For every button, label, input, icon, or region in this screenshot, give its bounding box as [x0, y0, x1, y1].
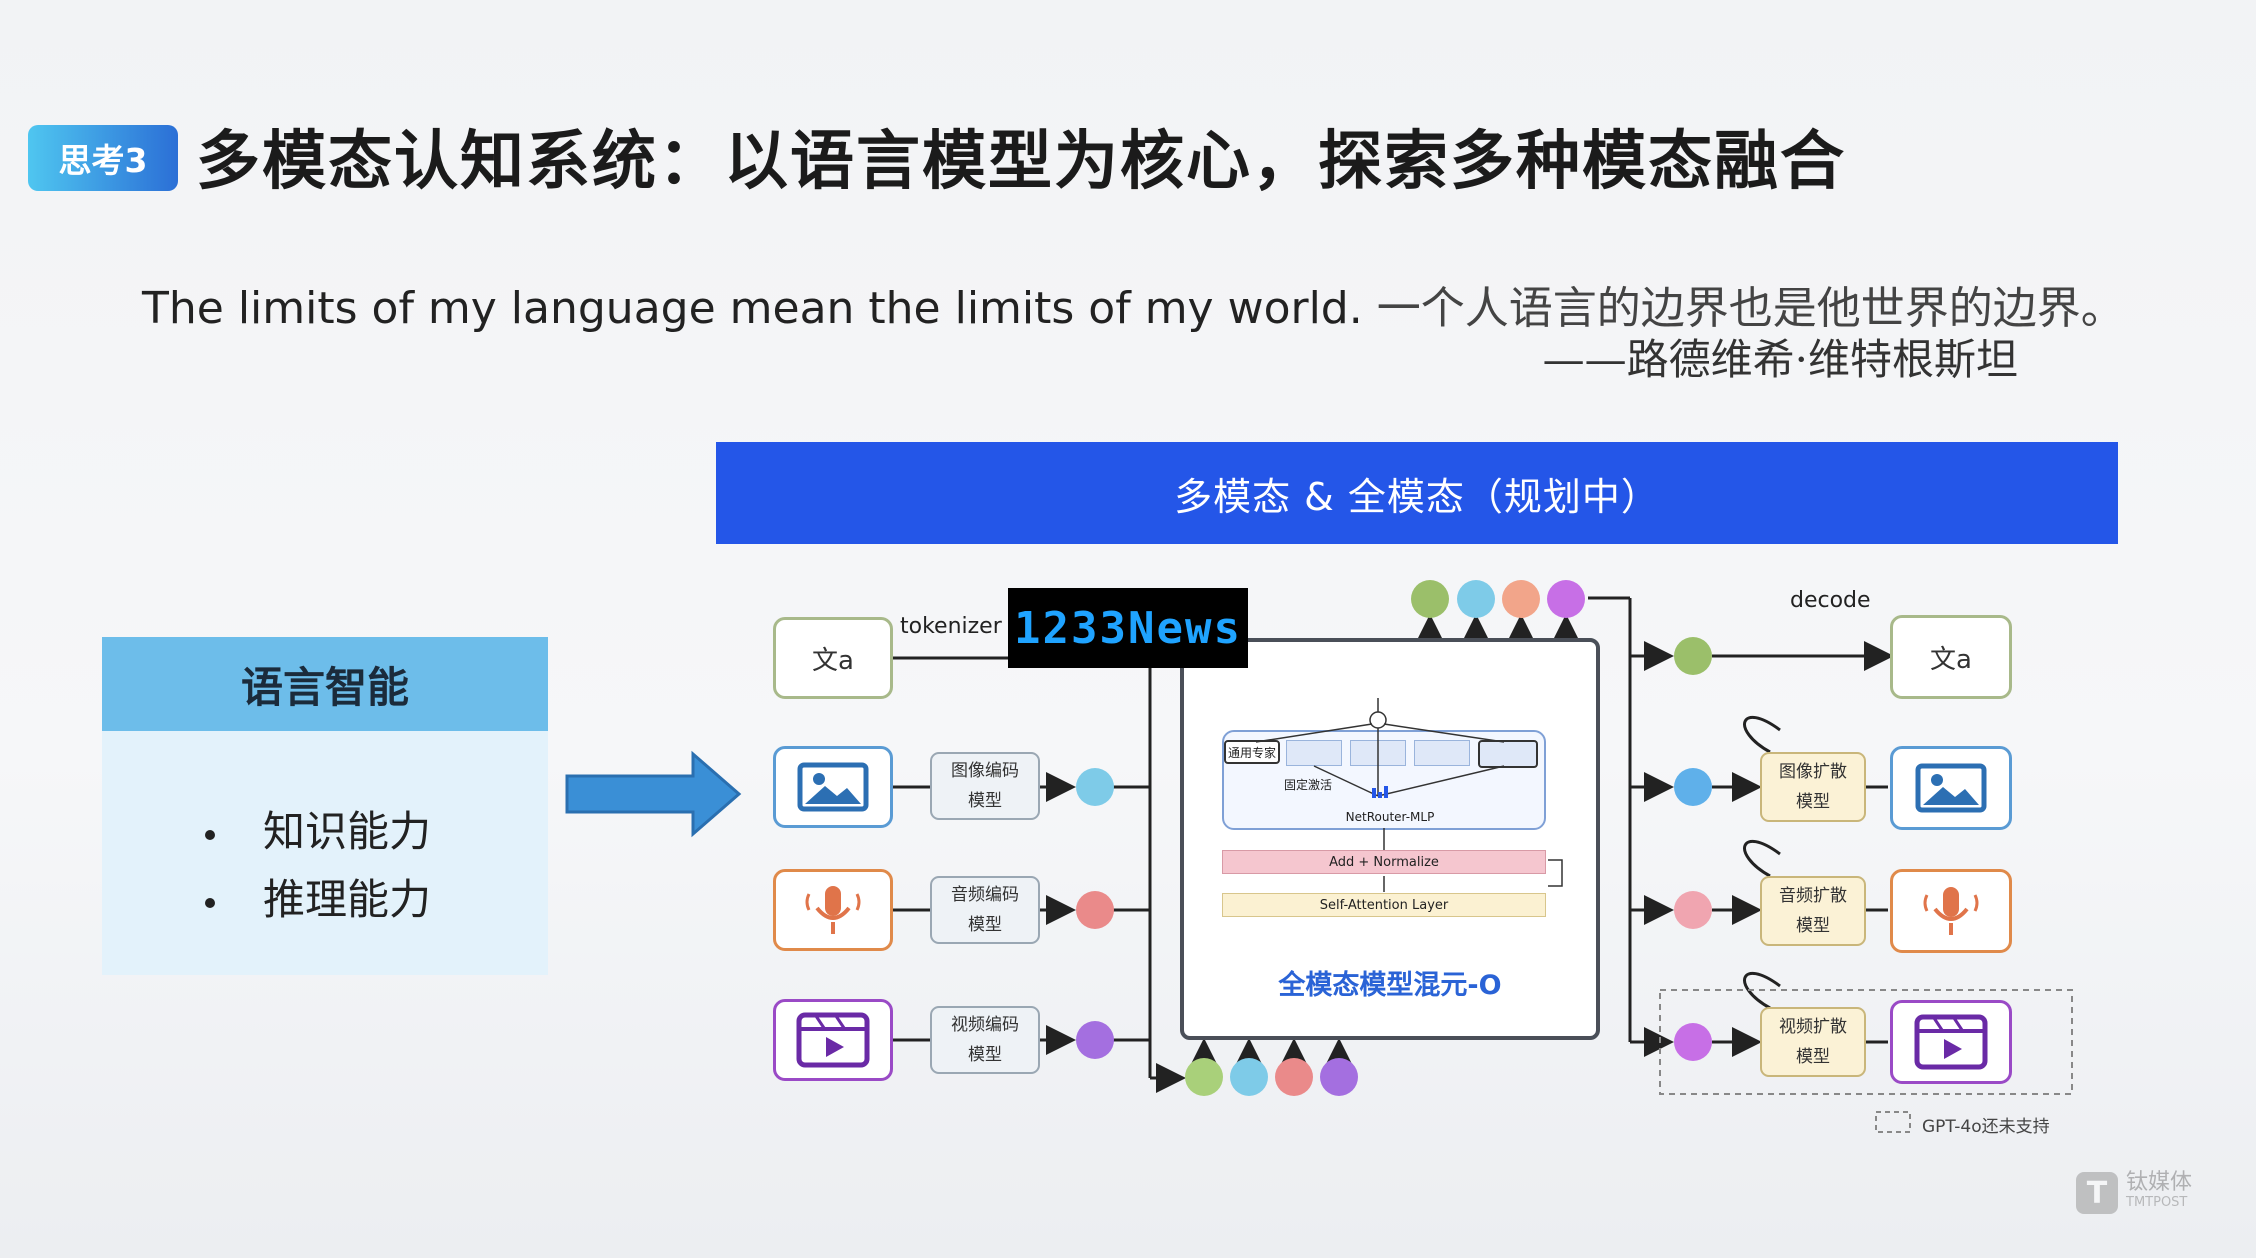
gpt4o-note: GPT-4o还未支持: [1922, 1117, 2050, 1137]
audio-encoder: 音频编码模型: [930, 876, 1040, 944]
tmtpost-logo: T 钛媒体 TMTPOST: [2076, 1172, 2192, 1214]
video-token-node: [1076, 1021, 1114, 1059]
image-token-node: [1076, 768, 1114, 806]
video-token-node: [1320, 1058, 1358, 1096]
language-panel-title: 语言智能: [102, 637, 548, 731]
self-attention-layer: Self-Attention Layer: [1222, 893, 1546, 917]
video-icon: [1914, 1014, 1988, 1070]
microphone-icon: [805, 886, 861, 934]
text-output-node: [1411, 580, 1449, 618]
video-diffusion-model: 视频扩散模型: [1760, 1007, 1866, 1077]
microphone-icon: [1923, 887, 1979, 935]
residual-lines: [1383, 828, 1563, 892]
image-diffusion-model: 图像扩散模型: [1760, 752, 1866, 822]
bullet-icon: [205, 897, 215, 908]
language-item: 推理能力: [205, 866, 431, 927]
video-icon: [796, 1012, 870, 1068]
expert-slot: [1478, 740, 1538, 768]
audio-diffusion-model: 音频扩散模型: [1760, 876, 1866, 946]
image-decode-node: [1674, 768, 1712, 806]
expert-slot: [1414, 740, 1470, 766]
core-model: [1180, 638, 1600, 1040]
image-encoder: 图像编码模型: [930, 752, 1040, 820]
audio-decode-node: [1674, 891, 1712, 929]
image-output-box: [1890, 746, 2012, 830]
video-output-box: [1890, 1000, 2012, 1084]
text-token-node: [1185, 1058, 1223, 1096]
text-glyph: 文a: [812, 645, 854, 676]
core-model-name: 全模态模型混元-O: [1278, 970, 1502, 1001]
text-decode-node: [1674, 637, 1712, 675]
bullet-icon: [205, 829, 215, 840]
logo-brand-cn: 钛媒体: [2126, 1170, 2193, 1195]
audio-token-node: [1275, 1058, 1313, 1096]
slide-title: 多模态认知系统：以语言模型为核心，探索多种模态融合: [196, 125, 1846, 199]
video-encoder: 视频编码模型: [930, 1006, 1040, 1074]
quote-chinese: 一个人语言的边界也是他世界的边界。: [1376, 283, 2125, 334]
logo-icon: T: [2076, 1172, 2118, 1214]
router-lines: [1255, 698, 1505, 798]
quote: The limits of my language mean the limit…: [142, 272, 2125, 336]
tokenizer-label: tokenizer: [900, 614, 1002, 639]
activation-label: 固定激活: [1283, 777, 1332, 792]
banner: 多模态 & 全模态（规划中）: [716, 442, 2118, 544]
expert-slot: [1286, 740, 1342, 766]
expert-box: 通用专家: [1224, 740, 1280, 764]
image-input-box: [773, 746, 893, 828]
text-input-box: 文a: [773, 617, 893, 699]
section-tag: 思考3: [28, 125, 178, 191]
add-normalize-layer: Add + Normalize: [1222, 850, 1546, 874]
video-input-box: [773, 999, 893, 1081]
router-label: NetRouter-MLP: [1345, 810, 1435, 824]
text-glyph: 文a: [1930, 644, 1972, 675]
video-decode-node: [1674, 1023, 1712, 1061]
audio-output-box: [1890, 869, 2012, 953]
audio-input-box: [773, 869, 893, 951]
quote-author: ——路德维希·维特根斯坦: [1542, 335, 2018, 384]
image-token-node: [1230, 1058, 1268, 1096]
quote-english: The limits of my language mean the limit…: [142, 283, 1363, 334]
logo-brand-en: TMTPOST: [2126, 1195, 2188, 1210]
video-output-node: [1547, 580, 1585, 618]
text-output-box: 文a: [1890, 615, 2012, 699]
decode-label: decode: [1790, 588, 1871, 613]
watermark: 1233News: [1008, 588, 1248, 668]
audio-output-node: [1502, 580, 1540, 618]
image-output-node: [1457, 580, 1495, 618]
image-icon: [1915, 763, 1987, 813]
audio-token-node: [1076, 891, 1114, 929]
language-item: 知识能力: [205, 798, 431, 859]
big-arrow-icon: [565, 750, 742, 838]
image-icon: [797, 762, 869, 812]
